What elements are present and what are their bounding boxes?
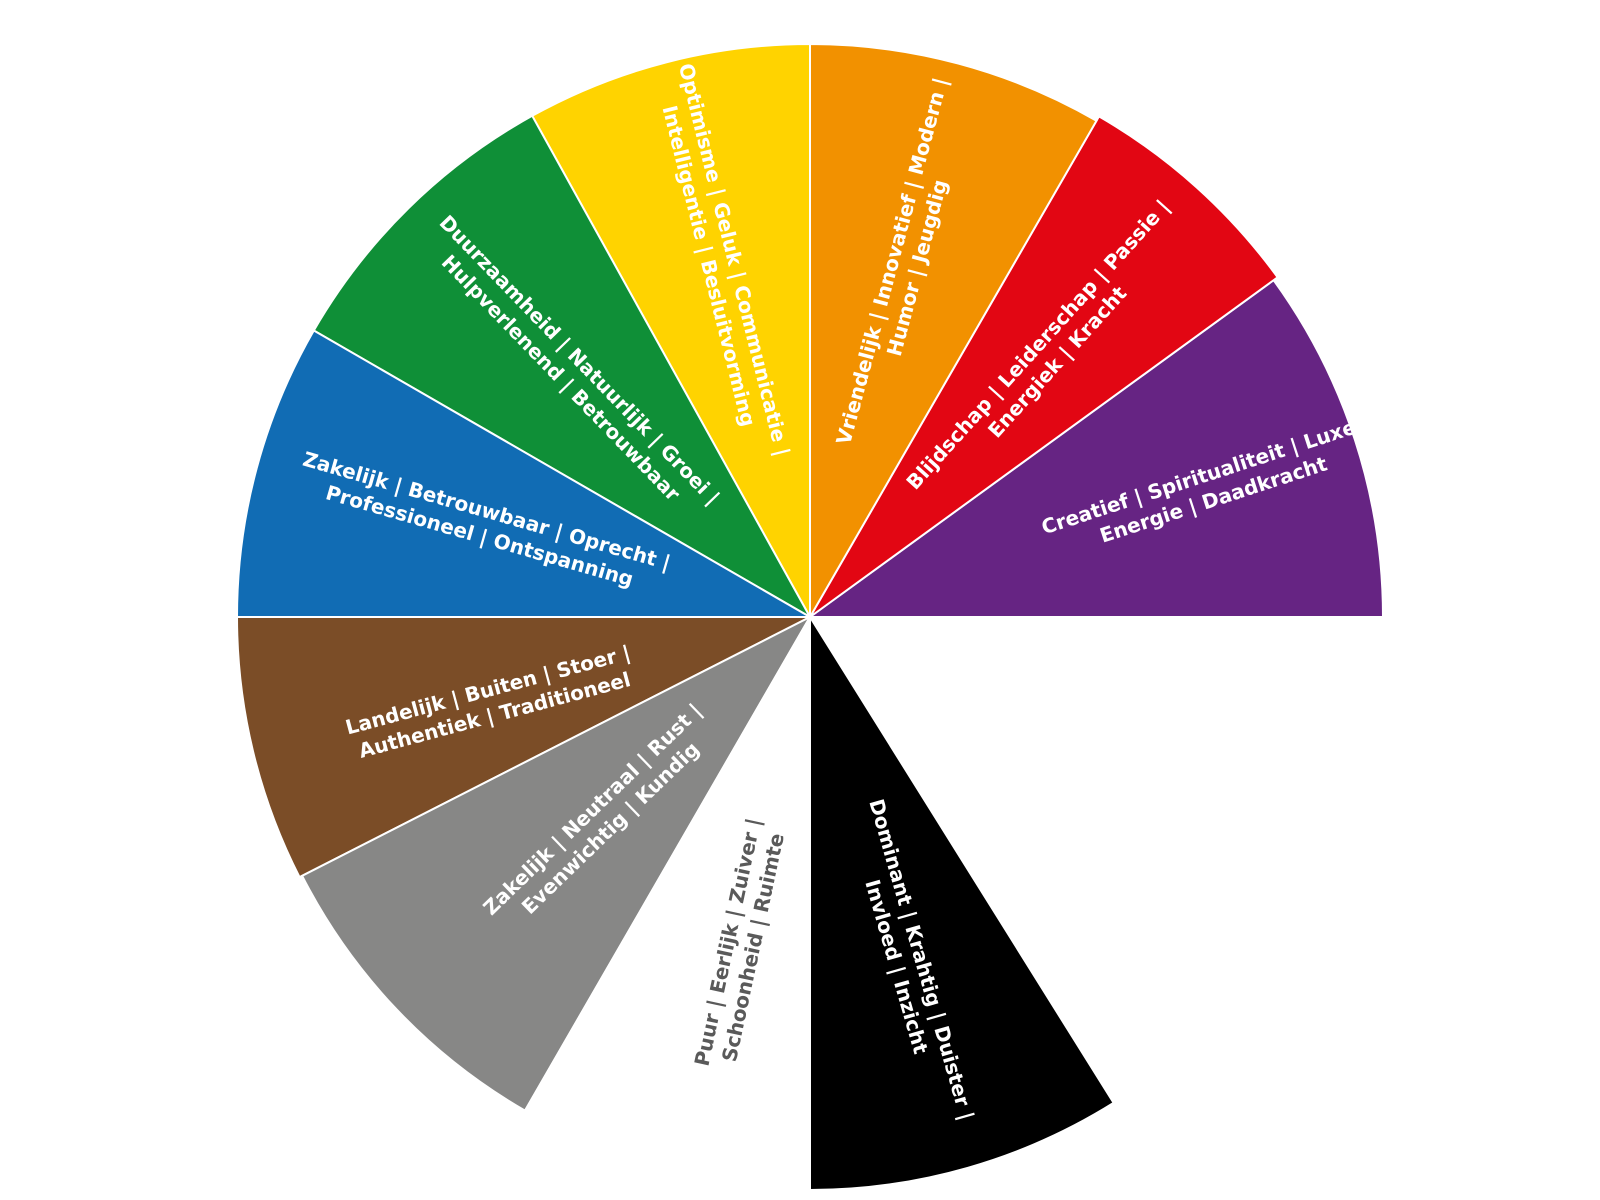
wedge-white — [523, 613, 811, 1189]
wedge-red — [809, 115, 1279, 618]
wedge-green — [312, 114, 813, 620]
wedge-yellow — [530, 42, 811, 621]
wedge-black — [809, 613, 1115, 1192]
wedge-brown — [235, 616, 811, 879]
wedge-purple — [806, 278, 1385, 618]
wedge-gray — [300, 614, 813, 1112]
wedge-blue — [235, 329, 814, 618]
wedge-orange — [809, 42, 1098, 621]
wheel-wedges — [235, 42, 1385, 1192]
